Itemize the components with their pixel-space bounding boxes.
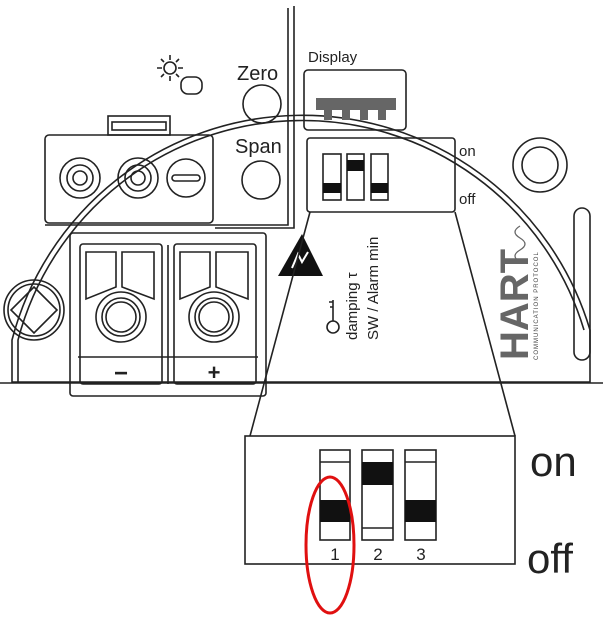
dip-switch-enlarged: 1 2 3 (244, 435, 516, 565)
hart-logo: HART COMMUNICATION PROTOCOL (493, 225, 540, 360)
display-pins (316, 98, 396, 120)
dip-switch-2[interactable] (361, 449, 394, 541)
switch-number-3: 3 (416, 545, 425, 564)
switch-number-1: 1 (330, 545, 339, 564)
zero-button[interactable] (242, 84, 282, 124)
svg-text:HART: HART (493, 249, 537, 360)
off-label-small: off (459, 191, 476, 208)
span-button[interactable] (241, 160, 281, 200)
esd-warning-icon (278, 234, 323, 276)
plus-terminal-label: + (208, 360, 221, 385)
side-slot (573, 207, 591, 361)
ground-screw-icon (3, 279, 65, 341)
display-connector (303, 69, 407, 131)
on-label-small: on (459, 143, 476, 160)
dip-switch-1[interactable] (319, 449, 351, 541)
key-icon (326, 300, 340, 334)
svg-text:COMMUNICATION PROTOCOL: COMMUNICATION PROTOCOL (534, 251, 540, 360)
sw-alarm-label: SW / Alarm min (365, 237, 382, 340)
dip-switch-3[interactable] (404, 449, 437, 541)
led-sun-icon (157, 55, 203, 95)
on-label-large: on (530, 438, 577, 485)
dip-switch-small (306, 137, 456, 213)
cover-screw (512, 137, 568, 193)
display-label: Display (308, 49, 358, 66)
off-label-large: off (527, 535, 573, 582)
power-terminal-block: − + (69, 232, 267, 397)
switch-number-2: 2 (373, 545, 382, 564)
minus-terminal-label: − (114, 360, 128, 387)
test-connector (44, 115, 214, 224)
zero-label: Zero (237, 63, 278, 85)
span-label: Span (235, 136, 282, 158)
highlight-circle (304, 475, 356, 615)
damping-label: damping τ (344, 272, 361, 340)
